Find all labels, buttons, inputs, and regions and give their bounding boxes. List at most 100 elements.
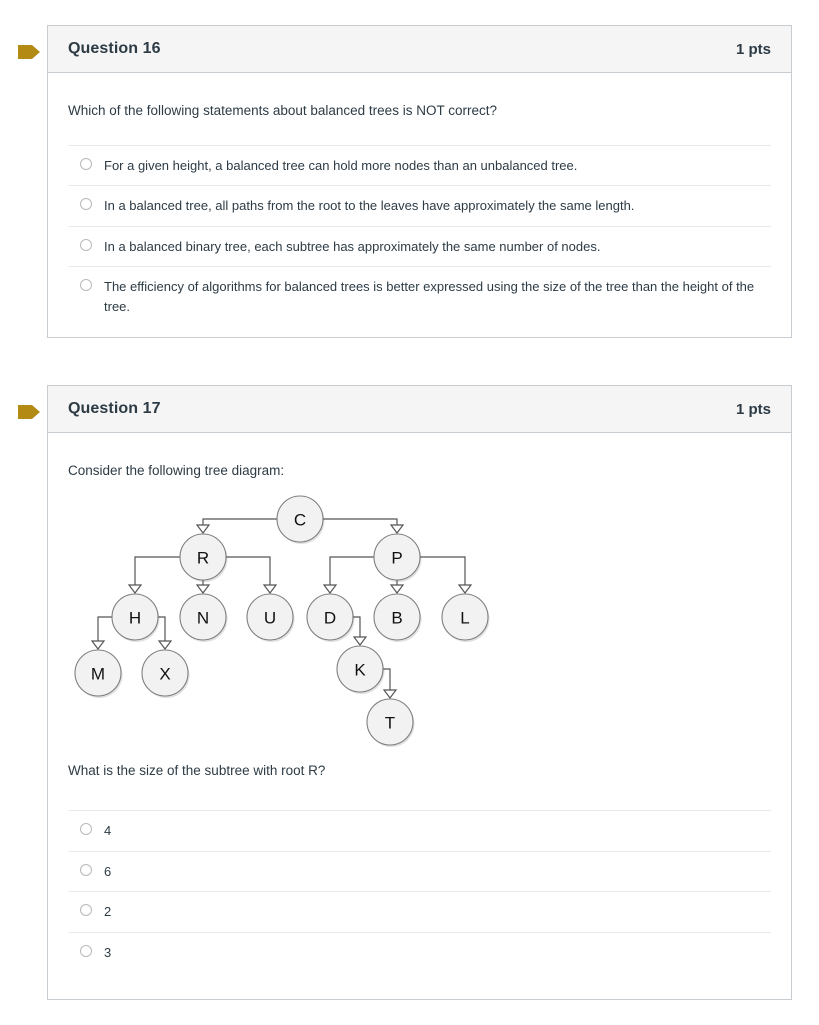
tree-edge bbox=[383, 667, 391, 690]
question-block-16: Question 16 1 pts Which of the following… bbox=[18, 25, 792, 338]
tree-node-c: C bbox=[276, 495, 325, 544]
tree-node-l: L bbox=[441, 593, 490, 642]
tree-edge bbox=[158, 615, 166, 641]
node-label: N bbox=[197, 608, 209, 627]
answer-label: 3 bbox=[104, 944, 112, 960]
node-label: X bbox=[159, 664, 170, 683]
answer-label: The efficiency of algorithms for balance… bbox=[104, 279, 755, 314]
edge-arrowhead bbox=[382, 688, 398, 699]
question-header-17: Question 17 1 pts bbox=[48, 386, 791, 433]
node-circle bbox=[246, 593, 294, 641]
edge-arrowhead bbox=[389, 583, 405, 594]
tree-node-t: T bbox=[366, 698, 415, 747]
node-circle bbox=[179, 533, 227, 581]
edge-arrowhead bbox=[195, 583, 211, 594]
tree-node-n: N bbox=[179, 593, 228, 642]
radio-button-icon[interactable] bbox=[80, 279, 92, 292]
radio-button-icon[interactable] bbox=[80, 863, 92, 876]
node-circle bbox=[111, 593, 159, 641]
flag-bookmark-icon[interactable] bbox=[17, 42, 41, 62]
answer-option[interactable]: The efficiency of algorithms for balance… bbox=[68, 267, 771, 326]
edge-arrowhead bbox=[457, 583, 473, 594]
node-label: H bbox=[129, 608, 141, 627]
node-circle bbox=[74, 649, 122, 697]
tree-node-r: R bbox=[179, 533, 228, 582]
answer-label: 2 bbox=[104, 904, 112, 920]
edge-arrowhead bbox=[352, 635, 368, 646]
question-prompt-secondary: What is the size of the subtree with roo… bbox=[68, 762, 326, 778]
question-block-17: Question 17 1 pts Consider the following… bbox=[18, 385, 792, 1000]
node-label: M bbox=[91, 664, 105, 683]
answer-list-17: 4 6 2 3 bbox=[68, 810, 771, 972]
answer-label: In a balanced binary tree, each subtree … bbox=[104, 238, 601, 254]
node-circle bbox=[276, 495, 324, 543]
answer-label: In a balanced tree, all paths from the r… bbox=[104, 198, 635, 214]
answer-option[interactable]: 2 bbox=[68, 892, 771, 933]
edge-arrowhead bbox=[195, 523, 211, 534]
edge-arrowhead bbox=[262, 583, 278, 594]
tree-edge bbox=[420, 555, 466, 585]
edge-arrowhead bbox=[90, 639, 106, 650]
answer-option[interactable]: For a given height, a balanced tree can … bbox=[68, 146, 771, 187]
node-label: P bbox=[391, 548, 402, 567]
answer-option[interactable]: In a balanced binary tree, each subtree … bbox=[68, 227, 771, 268]
radio-button-icon[interactable] bbox=[80, 823, 92, 836]
tree-node-x: X bbox=[141, 649, 190, 698]
tree-edge bbox=[323, 517, 398, 525]
node-circle bbox=[441, 593, 489, 641]
node-circle bbox=[366, 698, 414, 746]
node-circle bbox=[373, 533, 421, 581]
node-label: R bbox=[197, 548, 209, 567]
tree-node-p: P bbox=[373, 533, 422, 582]
answer-list-16: For a given height, a balanced tree can … bbox=[68, 144, 771, 327]
radio-button-icon[interactable] bbox=[80, 904, 92, 917]
answer-option[interactable]: 6 bbox=[68, 852, 771, 893]
radio-button-icon[interactable] bbox=[80, 198, 92, 211]
tree-node-h: H bbox=[111, 593, 160, 642]
edge-arrowhead bbox=[322, 583, 338, 594]
tree-node-u: U bbox=[246, 593, 295, 642]
question-body-17: Consider the following tree diagram: C R P… bbox=[48, 433, 791, 972]
tree-edge bbox=[134, 555, 180, 585]
node-label: B bbox=[391, 608, 402, 627]
tree-node-m: M bbox=[74, 649, 123, 698]
radio-button-icon[interactable] bbox=[80, 944, 92, 957]
node-circle bbox=[179, 593, 227, 641]
answer-label: For a given height, a balanced tree can … bbox=[104, 157, 578, 173]
answer-label: 6 bbox=[104, 863, 112, 879]
tree-edges bbox=[90, 517, 473, 699]
answer-option[interactable]: 4 bbox=[68, 811, 771, 852]
question-title: Question 17 bbox=[68, 400, 161, 417]
tree-node-k: K bbox=[336, 645, 385, 694]
question-prompt: Which of the following statements about … bbox=[68, 103, 497, 118]
flag-bookmark-icon[interactable] bbox=[17, 402, 41, 422]
node-label: T bbox=[385, 713, 395, 732]
question-points: 1 pts bbox=[735, 40, 771, 58]
tree-edge bbox=[226, 555, 271, 585]
node-label: L bbox=[460, 608, 469, 627]
radio-button-icon[interactable] bbox=[80, 238, 92, 251]
node-label: U bbox=[264, 608, 276, 627]
node-circle bbox=[336, 645, 384, 693]
question-body-16: Which of the following statements about … bbox=[48, 73, 791, 326]
tree-edge bbox=[97, 615, 112, 641]
edge-arrowhead bbox=[389, 523, 405, 534]
answer-option[interactable]: In a balanced tree, all paths from the r… bbox=[68, 186, 771, 227]
radio-button-icon[interactable] bbox=[80, 157, 92, 170]
question-points: 1 pts bbox=[735, 400, 771, 418]
node-label: K bbox=[354, 660, 366, 679]
tree-edge bbox=[329, 555, 374, 585]
question-header-16: Question 16 1 pts bbox=[48, 26, 791, 73]
edge-arrowhead bbox=[157, 639, 173, 650]
tree-edge bbox=[353, 615, 361, 637]
edge-arrowhead bbox=[127, 583, 143, 594]
node-label: C bbox=[294, 510, 306, 529]
node-circle bbox=[141, 649, 189, 697]
question-prompt: Consider the following tree diagram: bbox=[68, 463, 285, 478]
answer-option[interactable]: 3 bbox=[68, 933, 771, 973]
tree-edge bbox=[202, 517, 277, 525]
